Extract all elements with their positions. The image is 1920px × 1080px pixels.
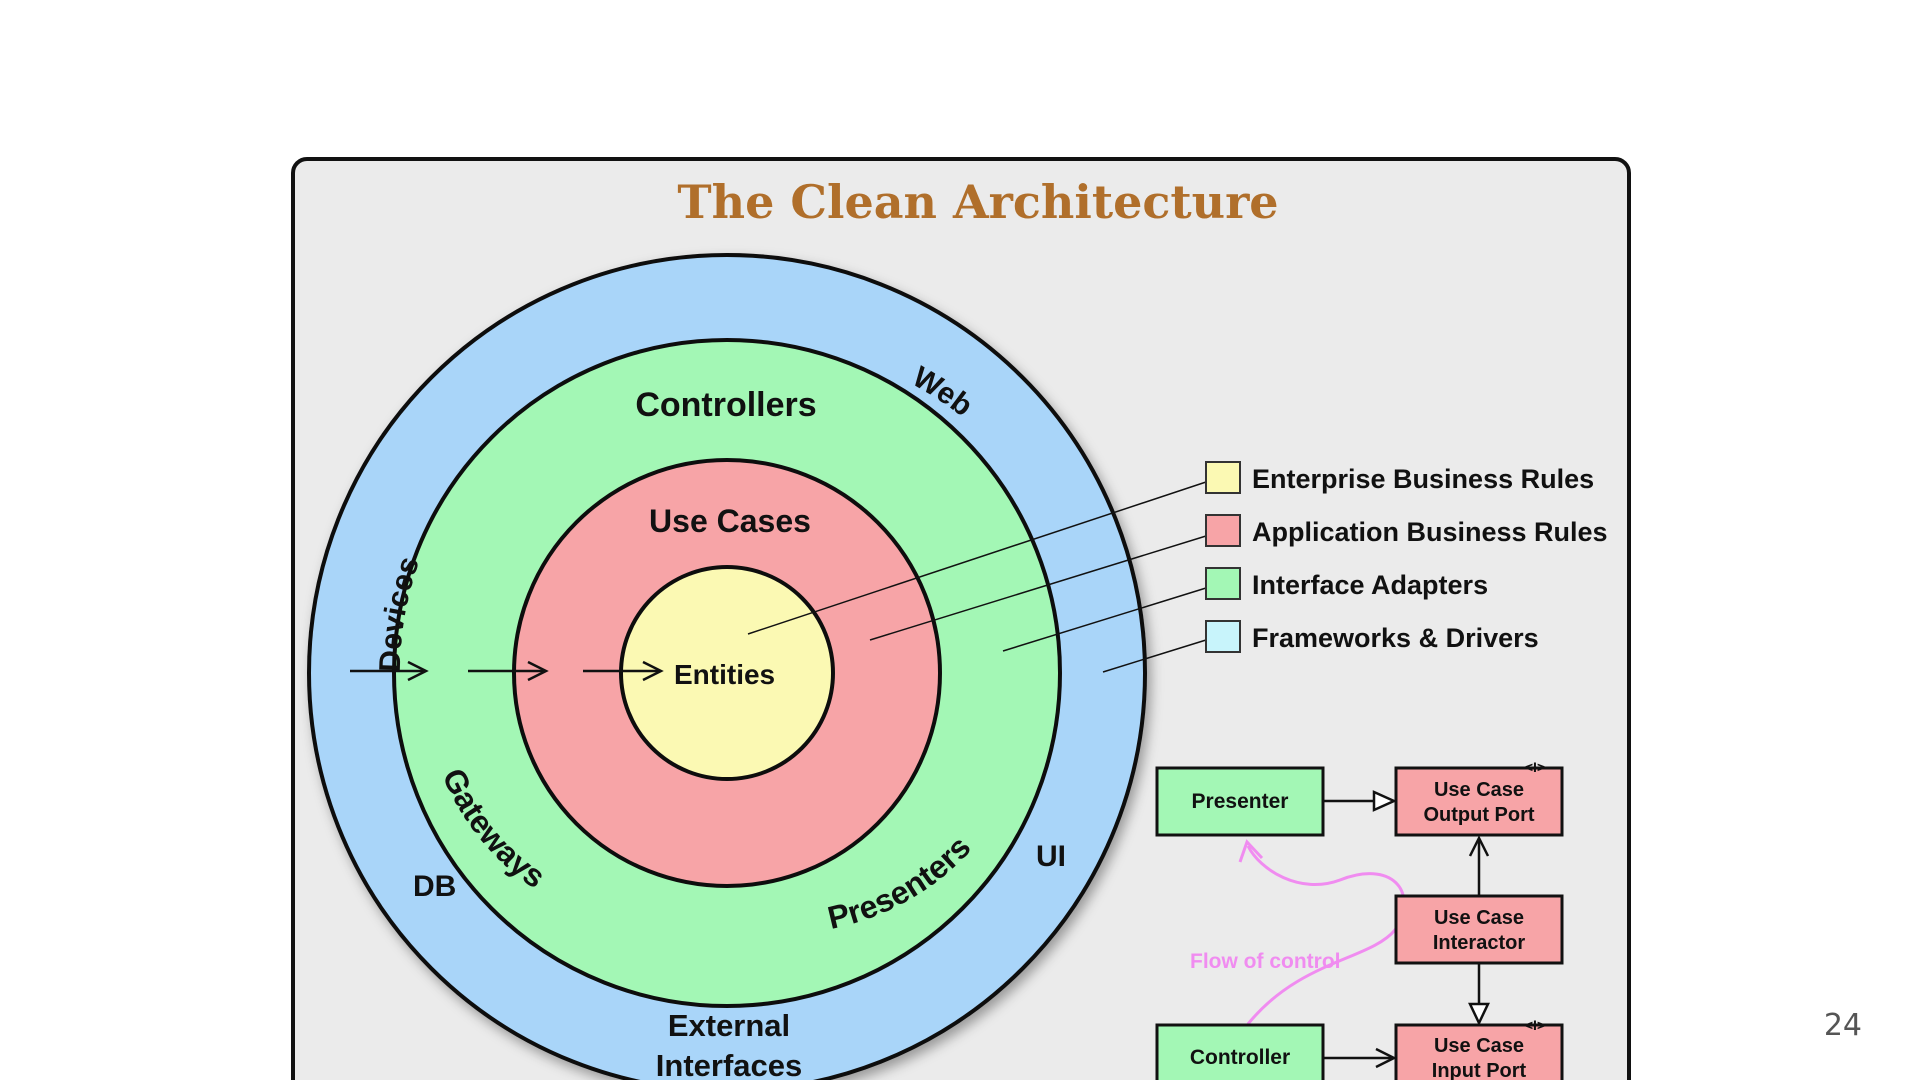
output-port-interface-marker: <I> (1525, 759, 1545, 775)
legend-label-enterprise: Enterprise Business Rules (1252, 464, 1594, 494)
diagram-title: The Clean Architecture (677, 175, 1278, 229)
arrow-head-icon (407, 660, 429, 682)
legend-label-adapters: Interface Adapters (1252, 570, 1488, 600)
legend-swatch-adapters (1205, 567, 1241, 600)
architecture-rings (307, 253, 1147, 1080)
input-port-label-line1: Use Case (1434, 1035, 1524, 1057)
db-label: DB (413, 870, 456, 903)
output-port-label-line1: Use Case (1434, 779, 1524, 801)
legend-leader-lines (747, 481, 1207, 673)
enterprise-business-rules-core (619, 565, 835, 781)
legend-swatch-application (1205, 514, 1241, 547)
external-label-line1: External (668, 1008, 790, 1043)
flow-of-control-diagram: Flow of control Presenter Controller Use… (1155, 759, 1564, 1080)
flow-arrow-head-icon (1238, 839, 1264, 863)
controller-label: Controller (1190, 1046, 1290, 1069)
legend-label-frameworks: Frameworks & Drivers (1252, 623, 1539, 653)
use-cases-label: Use Cases (649, 503, 811, 539)
legend-swatch-enterprise (1205, 461, 1241, 494)
external-label-line2: Interfaces (656, 1048, 802, 1080)
flow-of-control-path (1246, 845, 1406, 1025)
arrow-head-icon (527, 660, 549, 682)
use-case-input-port-box (1394, 1023, 1564, 1080)
controller-box (1155, 1023, 1325, 1080)
legend: Enterprise Business Rules Application Bu… (1205, 461, 1608, 653)
legend-swatch-frameworks (1205, 620, 1241, 653)
presenter-box (1155, 766, 1325, 837)
dependency-arrows (350, 660, 664, 682)
input-port-interface-marker: <I> (1525, 1017, 1545, 1033)
use-case-output-port-box (1394, 766, 1564, 837)
interactor-label-line2: Interactor (1433, 932, 1525, 954)
arrow-head-icon (642, 660, 664, 682)
leader-line (1002, 587, 1207, 652)
controllers-label: Controllers (635, 386, 816, 424)
input-port-label-line2: Input Port (1432, 1060, 1527, 1080)
leader-line (1102, 639, 1207, 673)
ui-label: UI (1036, 840, 1066, 873)
flow-of-control-label: Flow of control (1190, 950, 1340, 973)
use-case-interactor-box (1394, 894, 1564, 965)
hollow-arrow-head-icon (1372, 790, 1398, 812)
presenter-label: Presenter (1192, 790, 1289, 813)
page-number: 24 (1823, 1008, 1862, 1043)
leader-line (869, 535, 1207, 641)
leader-line (747, 481, 1207, 635)
arrow-head-icon (1375, 1047, 1397, 1069)
output-port-label-line2: Output Port (1423, 804, 1534, 826)
legend-label-application: Application Business Rules (1252, 517, 1608, 547)
arrow-head-icon (1468, 835, 1490, 857)
hollow-arrow-head-icon (1468, 1002, 1490, 1026)
interactor-label-line1: Use Case (1434, 907, 1524, 929)
entities-label: Entities (674, 659, 775, 690)
